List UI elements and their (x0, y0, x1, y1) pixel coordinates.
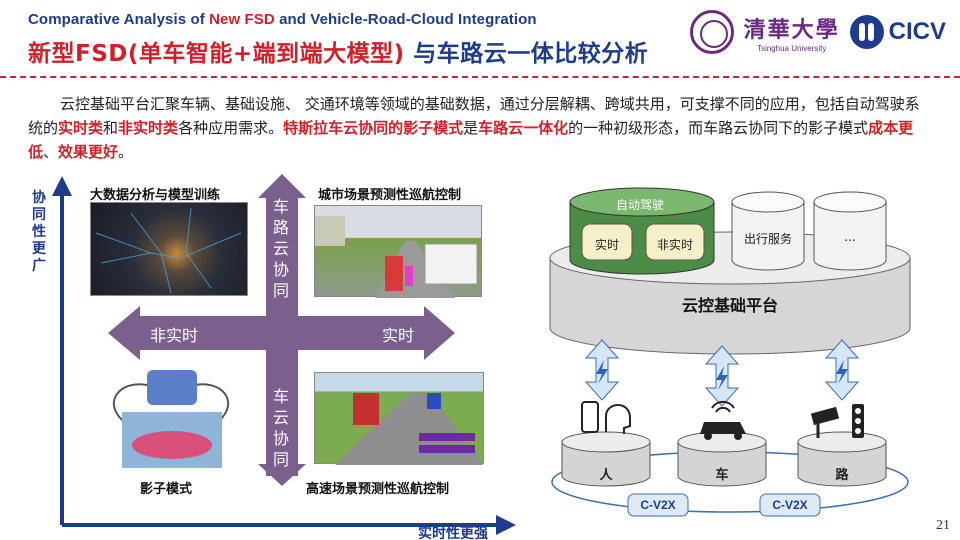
tsinghua-seal-icon (689, 10, 734, 54)
page-number: 21 (936, 518, 950, 533)
nonrealtime-box (645, 223, 705, 261)
vehicle-cloud-arrow-label: 车云协同 (273, 387, 290, 469)
platform-cylinder-body (549, 258, 911, 355)
para-text-6: 、 (43, 143, 59, 161)
shadow-mode-drawing (112, 370, 230, 468)
english-title: Comparative Analysis of New FSD and Vehi… (28, 11, 537, 28)
para-highlight-4: 车路云一体化 (478, 119, 569, 137)
travel-cylinder-body (731, 202, 805, 271)
autopilot-cylinder-top (569, 187, 715, 217)
shadow-mode-illustration (92, 370, 250, 470)
logo-group: 清華大學 Tsinghua University CICV (689, 10, 946, 54)
vertical-arrow-shaft (266, 192, 298, 476)
vehicle-road-cloud-arrow-label: 车路云协同 (273, 197, 290, 300)
platform-diagram-graphics (549, 187, 911, 517)
car-icon (700, 401, 746, 440)
tsinghua-logo-en: Tsinghua University (756, 43, 827, 53)
autopilot-label: 自动驾驶 (615, 198, 664, 212)
v2x-right-label: C-V2X (772, 498, 808, 512)
y-axis-arrowhead (52, 176, 72, 196)
highway-scene-drawing (335, 393, 483, 465)
para-text-3: 各种应用需求。 (178, 119, 284, 137)
caption-shadow-mode: 影子模式 (140, 482, 193, 497)
tsinghua-logo: 清華大學 Tsinghua University (744, 12, 840, 53)
road-cylinder-body (797, 442, 887, 487)
travel-cylinder-top (731, 191, 805, 213)
en-title-highlight: New FSD (209, 11, 275, 28)
chinese-title: 新型FSD(单车智能+端到端大模型) 与车路云一体比较分析 (28, 34, 648, 68)
camera-icon (810, 406, 840, 438)
realtime-box (581, 223, 633, 261)
traffic-light-icon (852, 404, 864, 438)
more-cylinder-top (813, 191, 887, 213)
realtime-arrow-label: 实时 (382, 326, 415, 345)
para-highlight-2: 非实时类 (118, 119, 179, 137)
y-axis-label: 协同性更广 (32, 190, 46, 274)
caption-big-data: 大数据分析与模型训练 (90, 188, 221, 203)
city-scene-image (314, 205, 482, 298)
para-highlight-3: 特斯拉车云协同的影子模式 (283, 119, 464, 137)
cn-title-red-part: 新型FSD(单车智能+端到端大模型) (28, 41, 405, 67)
cicv-logo: CICV (849, 15, 946, 49)
v2x-left-label: C-V2X (640, 498, 676, 512)
vehicle-cylinder-top (677, 431, 767, 453)
para-text-5: 的一种初级形态，而车路云协同下的影子模式 (568, 119, 869, 137)
para-highlight-1: 实时类 (58, 119, 104, 137)
bottom-arrowhead (258, 464, 306, 486)
x-axis-label: 实时性更强 (418, 526, 488, 540)
travel-service-label: 出行服务 (743, 232, 792, 246)
caption-highway-cruise: 高速场景预测性巡航控制 (306, 482, 450, 497)
more-cylinder-body (813, 202, 887, 271)
tsinghua-logo-cn: 清華大學 (743, 16, 840, 43)
more-services-label: ... (844, 230, 856, 244)
cicv-logo-text: CICV (888, 18, 946, 45)
platform-label: 云控基础平台 (681, 296, 778, 315)
road-cylinder-top (797, 431, 887, 453)
left-arrowhead (108, 306, 140, 360)
para-highlight-6: 效果更好 (58, 143, 119, 161)
person-head-icon (605, 404, 631, 434)
connector-arrow-left (584, 339, 620, 401)
intro-paragraph: 云控基础平台汇聚车辆、基础设施、 交通环境等领域的基础数据，通过分层解耦、跨域共… (28, 92, 928, 164)
highway-scene-image (314, 372, 484, 465)
para-text-4: 是 (463, 119, 479, 137)
connector-arrow-right (824, 339, 860, 401)
non-realtime-arrow-label: 非实时 (150, 326, 199, 345)
quadrant-graphics (52, 174, 516, 535)
person-cylinder-top (561, 431, 651, 453)
cicv-mark-icon (849, 15, 884, 49)
person-label: 人 (599, 468, 613, 483)
right-arrowhead (424, 306, 455, 360)
phone-icon (581, 401, 599, 433)
para-text-7: 。 (118, 143, 134, 161)
vehicle-label: 车 (715, 468, 729, 483)
header-divider (0, 76, 960, 78)
person-cylinder-body (561, 442, 651, 487)
cn-title-blue-part: 与车路云一体比较分析 (413, 41, 649, 67)
road-label: 路 (835, 468, 849, 483)
x-axis-arrowhead (496, 515, 516, 535)
big-data-map-image (90, 202, 248, 296)
para-highlight-5: 成本更低 (28, 119, 914, 161)
vehicle-cylinder-body (677, 442, 767, 487)
en-title-suffix: and Vehicle-Road-Cloud Integration (274, 11, 537, 28)
para-text-1: 云控基础平台汇聚车辆、基础设施、 交通环境等领域的基础数据，通过分层解耦、跨域共… (28, 95, 920, 137)
connector-arrow-middle (704, 345, 740, 407)
map-lines (95, 207, 242, 294)
city-scene-drawing (315, 216, 478, 298)
v2x-badge-left (627, 493, 689, 517)
para-text-2: 和 (103, 119, 119, 137)
caption-city-cruise: 城市场景预测性巡航控制 (318, 188, 462, 203)
nonrealtime-label: 非实时 (656, 238, 693, 252)
en-title-prefix: Comparative Analysis of (28, 11, 210, 28)
v2x-badge-right (759, 493, 821, 517)
realtime-label: 实时 (594, 238, 619, 252)
top-arrowhead (258, 174, 306, 198)
